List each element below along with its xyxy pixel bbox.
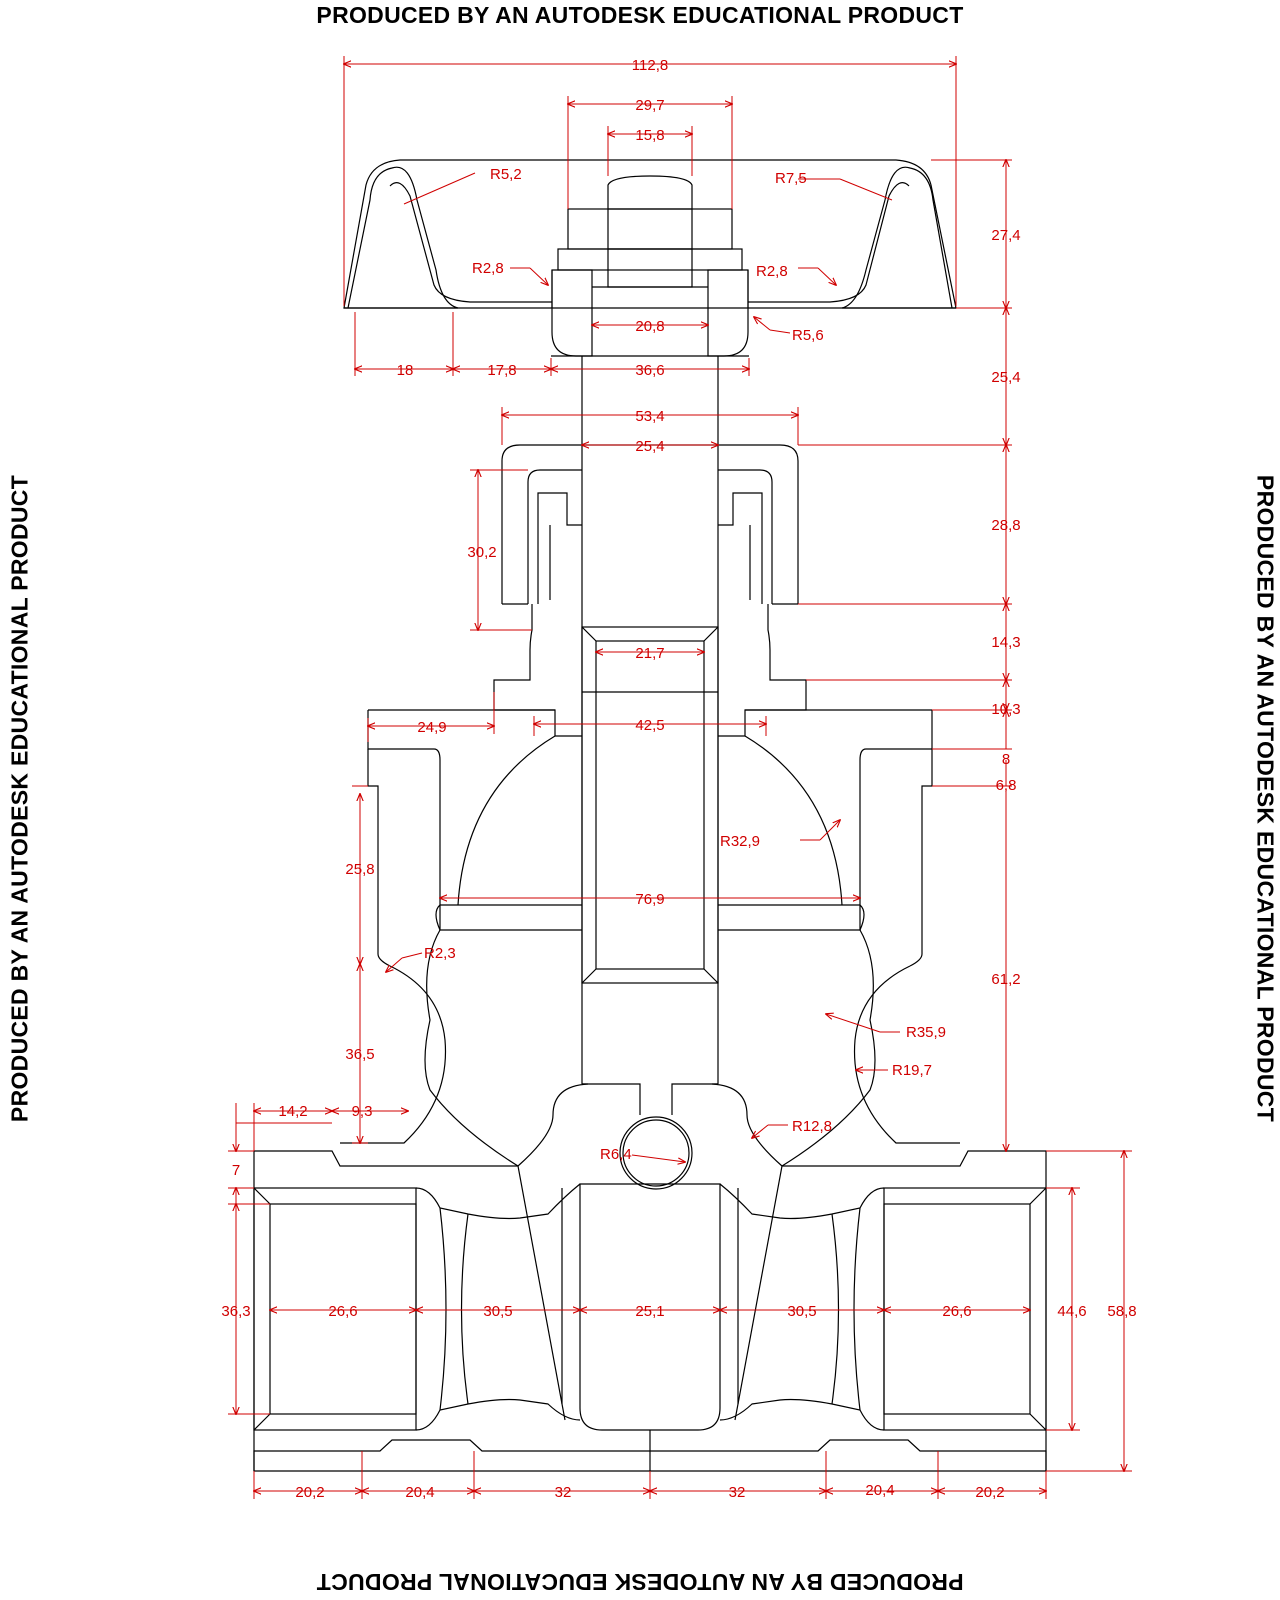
dim-wheel-offset-a: 18: [397, 362, 414, 379]
dim-body-waist: 36,5: [345, 1046, 374, 1063]
dim-wheel-offset-b: 17,8: [487, 362, 516, 379]
dim-r-waist-outer: R35,9: [906, 1024, 946, 1041]
dim-outer-height: 58,8: [1107, 1303, 1136, 1320]
dim-handwheel-width: 112,8: [632, 57, 668, 74]
dim-base-c: 32: [555, 1484, 572, 1501]
dim-wheel-height: 27,4: [991, 227, 1020, 244]
dim-cap-height: 30,2: [467, 544, 496, 561]
dim-body-lower-height: 61,2: [991, 971, 1020, 988]
dim-thread-left: 26,6: [328, 1303, 357, 1320]
dim-hub-bore: 20,8: [635, 318, 664, 335]
dim-passage-right: 30,5: [787, 1303, 816, 1320]
dim-r-dome: R32,9: [720, 833, 760, 850]
dim-r-wheel-right: R7,5: [775, 170, 807, 187]
dim-flange-offset: 24,9: [417, 719, 446, 736]
dim-flange-height: 8: [1002, 751, 1010, 768]
dim-body-step: 6,8: [996, 777, 1017, 794]
dim-r-wheel-left: R5,2: [490, 166, 522, 183]
dim-port-lip: 7: [232, 1162, 240, 1179]
dim-r-seat: R12,8: [792, 1118, 832, 1135]
dimension-labels: 112,8 29,7 15,8 R5,2 R7,5 R2,8 R2,8 20,8…: [221, 57, 1136, 1501]
dim-inner-height: 44,6: [1057, 1303, 1086, 1320]
dim-base-e: 20,4: [865, 1482, 894, 1499]
dim-base-f: 20,2: [975, 1484, 1004, 1501]
dim-stem-upper-height: 25,4: [991, 369, 1020, 386]
dim-stem-width: 25,4: [635, 438, 664, 455]
dim-base-a: 20,2: [295, 1484, 324, 1501]
dim-r-hub-left: R2,8: [472, 260, 504, 277]
dim-r-hub-lower: R5,6: [792, 327, 824, 344]
dim-neck-height: 14,3: [991, 634, 1020, 651]
dim-nut-inner: 15,8: [635, 127, 664, 144]
dim-r-hub-right: R2,8: [756, 263, 788, 280]
dim-bonnet-width: 53,4: [635, 408, 664, 425]
dim-dome-width: 76,9: [635, 891, 664, 908]
dim-base-b: 20,4: [405, 1484, 434, 1501]
dim-port-step: 14,2: [278, 1103, 307, 1120]
dim-gate-width: 21,7: [635, 645, 664, 662]
dim-hub-width: 36,6: [635, 362, 664, 379]
valve-outline: [253, 159, 1047, 1472]
dimension-lines: [228, 56, 1132, 1499]
dim-r-waist-inner: R19,7: [892, 1062, 932, 1079]
dim-gate-seat: 25,1: [635, 1303, 664, 1320]
body: [340, 709, 960, 1190]
dim-step-height: 10,3: [991, 701, 1020, 718]
dim-r-pin: R6,4: [600, 1146, 632, 1163]
dim-waist-step: 9,3: [352, 1103, 373, 1120]
dim-passage-left: 30,5: [483, 1303, 512, 1320]
dim-dome-base: 42,5: [635, 717, 664, 734]
gate: [581, 626, 719, 984]
dim-nut-outer: 29,7: [635, 97, 664, 114]
bonnet: [493, 444, 807, 711]
watermark-top: PRODUCED BY AN AUTODESK EDUCATIONAL PROD…: [316, 2, 964, 28]
dim-bonnet-height: 28,8: [991, 517, 1020, 534]
dim-base-d: 32: [729, 1484, 746, 1501]
dim-body-upper-height: 25,8: [345, 861, 374, 878]
dim-thread-right: 26,6: [942, 1303, 971, 1320]
dim-port-bore-height: 36,3: [221, 1303, 250, 1320]
dim-r-neck: R2,3: [424, 945, 456, 962]
